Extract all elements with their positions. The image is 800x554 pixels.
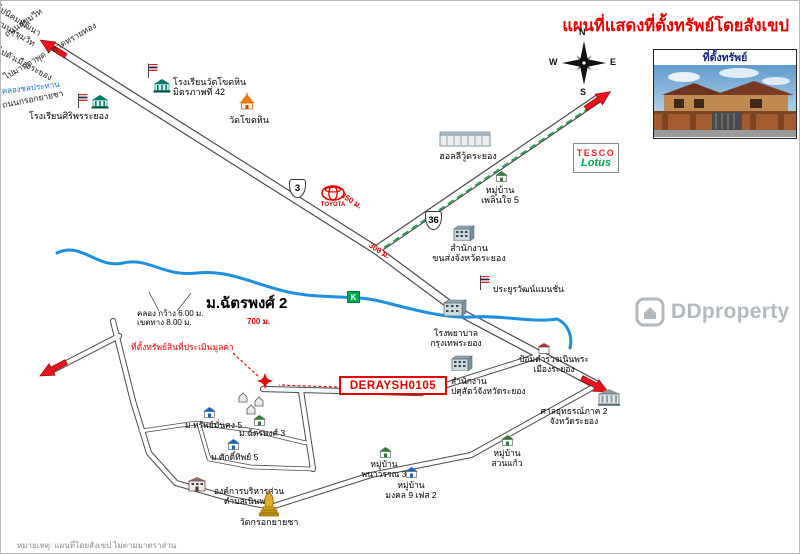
canal-line [55,248,573,350]
distance-700m: 700 ม. [247,317,271,326]
school-icon [91,95,109,109]
label-m-sakthip5: ม.ศักดิ์ทิพย์ 5 [211,452,259,462]
lotus-text: Lotus [581,156,611,169]
compass-rose-icon [562,41,606,85]
office-building-icon [453,225,475,242]
inset-header-label: ที่ตั้งทรัพย์ [702,52,748,64]
label-hollywood: ฮอลลีวู้ดระยอง [439,151,497,161]
toyota-logo-icon [321,185,345,201]
label-temple-krokyaicha: วัดกรอกยายชา [239,517,299,527]
tesco-lotus-sign: TESCO Lotus [573,143,619,173]
village-house-icon [227,439,240,450]
compass-s-label: S [580,87,587,97]
court-building-icon [597,389,621,406]
property-star-marker [257,373,273,389]
label-prayoon: ประยูรวัฒน์แมนชั่น [493,284,564,294]
road-fills [48,42,603,510]
note-pointer-lines [148,291,192,312]
arrow-northeast [583,91,612,111]
arrow-northwest [39,39,68,59]
label-police-box: ป้อมตำรวจเนินพระ เมืองระยอง [519,354,589,374]
temple-icon [237,93,257,111]
property-code-box: DERAYSH0105 [339,376,447,395]
label-school-khodhin: โรงเรียนวัดโขดหิน มิตรภาพที่ 42 [173,77,247,98]
police-box-icon [537,343,551,354]
toyota-text: TOYOTA [320,202,346,208]
tesco-text: TESCO [576,147,616,158]
school-icon [153,79,171,93]
property-photo-inset: ที่ตั้งทรัพย์ [653,49,797,139]
compass-w-label: W [549,57,558,67]
label-appraisal-note: ที่ตั้งทรัพย์สินที่ประเมินมูลค่า [131,342,234,352]
label-village-suankaew: หมู่บ้าน สวนแก้ว [491,448,523,468]
village-house-icon [253,415,266,426]
label-hospital: โรงพยาบาล กรุงเทพระยอง [430,328,482,348]
label-project-chatphong2: ม.ฉัตรพงศ์ 2 [206,295,288,312]
office-building-icon [451,355,473,372]
thai-flag-icon [479,275,490,290]
arrow-east [580,375,609,393]
label-m-chatphong3: ม.ฉัตรพงศ์ 3 [239,428,286,438]
label-livestock-office: สำนักงาน ปศุสัตว์จังหวัดระยอง [451,376,526,396]
watermark: DDproperty [635,297,790,327]
compass-n-label: N [579,27,586,37]
label-temple-khodhin: วัดโขดหิน [229,115,269,125]
mall-building-icon [439,131,491,147]
route36-centerline [378,100,600,252]
highway-shield-3: 3 [289,179,306,198]
chedi-icon [259,490,279,517]
thai-flag-icon [147,63,158,78]
village-house-icon [501,435,514,446]
direction-arrows [39,39,612,393]
label-canal-note: คลอง กว้าง 6.00 ม. เขตทาง 8.00 ม. [137,309,204,328]
label-abt-noenphra: องค์การบริหารส่วน ตำบลเนินพระ [213,486,285,506]
highway-shield-36: 36 [425,211,442,230]
label-village-phanawan: หมู่บ้าน พนาวรรณ 3 [361,459,407,479]
village-house-icon [405,467,418,478]
compass-e-label: E [610,57,617,67]
red-dashed-pointers [232,352,338,388]
district-office-building-icon [187,477,207,492]
map-title: แผนที่แสดงที่ตั้งทรัพย์โดยสังเขป [562,17,789,35]
label-school-siri: โรงเรียนศิริพรระยอง [29,111,109,121]
village-house-icon [379,447,392,458]
tiny-house-cluster [238,392,264,415]
village-house-icon [203,407,216,418]
thai-flag-icon [77,93,88,108]
bank-box: K [347,291,360,303]
label-village-mongkol: หมู่บ้าน มงคล 9 เฟส 2 [385,480,437,500]
arrow-west [39,359,68,377]
footer-note: หมายเหตุ: แผนที่โดยสังเขป ไม่ตามมาตราส่ว… [17,541,177,550]
label-transport-office: สำนักงาน ขนส่งจังหวัดระยอง [432,243,506,264]
village-house-icon [495,171,508,182]
label-m-sapmankong: ม.ทรัพย์มั่นคง 5 [185,420,243,430]
label-village-ploenjai: หมู่บ้าน เพลินใจ 5 [481,185,519,206]
ddproperty-logo-icon [635,297,665,327]
hospital-building-icon [443,299,467,317]
watermark-brand-text: DDproperty [671,300,790,323]
property-photo [654,65,796,137]
label-appeal-court: ศาลอุทธรณ์ภาค 2 จังหวัดระยอง [540,406,608,426]
